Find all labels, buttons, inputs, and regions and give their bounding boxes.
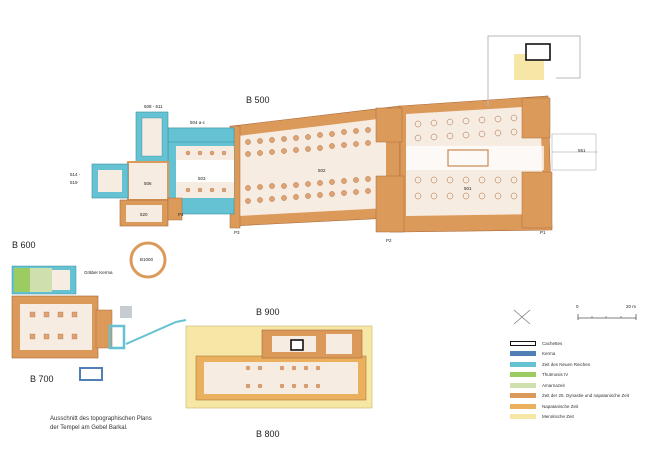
label-pylon-p4: P4 — [178, 212, 184, 217]
b500-rooms-514-519-inner — [98, 170, 122, 192]
label-pylon-p1: P1 — [540, 230, 546, 235]
label-room-504: 504 a-c — [190, 120, 206, 125]
b900-cachette — [290, 339, 304, 351]
b700-hall-floor — [20, 304, 92, 350]
temple-b500 — [91, 95, 598, 233]
scale-bar: 0 20 m — [576, 304, 638, 328]
label-room-506: 506 — [144, 181, 152, 186]
b500-room-520-inner — [126, 205, 162, 222]
b500-pylon-p1-south — [521, 171, 553, 229]
b500-hall-503-aisle — [176, 160, 234, 182]
label-room-514: 514 - — [70, 172, 81, 177]
legend-swatch — [510, 414, 536, 420]
legend-item: Thutmosis IV — [510, 370, 650, 381]
scale-bar-graphic — [577, 314, 637, 320]
legend-item: Cachettes — [510, 338, 650, 349]
b500-columns-501 — [414, 114, 518, 200]
legend-label: Zeit des Neuen Reiches — [542, 361, 591, 367]
legend-item: Meroitische Zeit — [510, 412, 650, 423]
legend-label: Zeit der 25. Dynastie und napatanische Z… — [542, 393, 630, 399]
b500-kiosk-501 — [447, 149, 489, 167]
b700-pylon — [95, 309, 113, 349]
label-b600: B 600 — [12, 240, 36, 250]
scale-zero: 0 — [576, 304, 579, 309]
legend-label: Amarnazeit — [542, 382, 565, 388]
label-room-551: 551 — [578, 148, 586, 153]
caption-line-1: Ausschnitt des topographischen Plans — [50, 416, 152, 422]
b700-columns — [29, 311, 78, 340]
legend-item: Napatanische Zeit — [510, 401, 650, 412]
temple-b600 — [11, 265, 77, 295]
legend-swatch — [510, 372, 536, 378]
northeast-structure — [487, 35, 581, 106]
b500-pylon-p1-north — [521, 97, 551, 139]
b500-pylon-p4 — [167, 197, 183, 221]
label-room-501: 501 — [464, 186, 472, 191]
b600-inner — [30, 268, 52, 292]
label-b1000: B1000 — [140, 257, 154, 262]
legend-swatch — [510, 393, 536, 399]
b500-pylon-p2-south — [375, 175, 405, 233]
b500-columns-503 — [185, 150, 227, 193]
legend-swatch — [510, 403, 536, 409]
legend-label: Napatanische Zeit — [542, 403, 579, 409]
legend-swatch — [510, 351, 536, 357]
b600-green — [14, 268, 30, 292]
label-room-508-511: 508 - 511 — [144, 104, 163, 109]
label-b800: B 800 — [256, 429, 280, 439]
legend-item: Kerma — [510, 349, 650, 360]
label-b700: B 700 — [30, 374, 54, 384]
b500-rooms-508-511-inner — [141, 117, 163, 157]
legend-label: Kerma — [542, 351, 556, 357]
b500-columns-502 — [245, 127, 371, 204]
map-caption: Ausschnitt des topographischen Plans der… — [50, 415, 152, 433]
label-b500: B 500 — [246, 95, 270, 105]
b900-room-east — [326, 334, 352, 354]
legend-item: Amarnazeit — [510, 380, 650, 391]
b500-pylon-p2-north — [375, 107, 403, 143]
temple-b700 — [11, 295, 132, 381]
temple-b800-b900 — [185, 325, 373, 409]
legend-swatch — [510, 340, 536, 346]
northeast-cachette — [525, 43, 551, 61]
label-pylon-p2: P2 — [386, 238, 392, 243]
legend-label: Thutmosis IV — [542, 372, 569, 378]
label-pylon-p3: P3 — [234, 230, 240, 235]
caption-line-2: der Tempel am Gebel Barkal. — [50, 425, 128, 431]
b500-room-506 — [127, 161, 169, 201]
label-b900: B 900 — [256, 307, 280, 317]
scale-max: 20 m — [626, 304, 637, 309]
b500-room-504 — [167, 127, 235, 143]
b500-floor-502 — [238, 118, 386, 216]
legend-item: Zeit des Neuen Reiches — [510, 359, 650, 370]
label-room-520: 520 — [140, 212, 148, 217]
b700-kerma-wall — [108, 324, 126, 350]
label-graeber-kerma: Gräber Kerma — [84, 270, 113, 275]
legend-label: Meroitische Zeit — [542, 414, 574, 420]
legend-swatch — [510, 382, 536, 388]
label-room-502: 502 — [318, 168, 326, 173]
b600-court — [52, 270, 70, 290]
processional-path — [125, 319, 187, 345]
legend-swatch — [510, 361, 536, 367]
b700-gray-block — [120, 306, 132, 318]
legend-item: Zeit der 25. Dynastie und napatanische Z… — [510, 391, 650, 402]
legend-label: Cachettes — [542, 340, 563, 346]
northeast-enclosure — [487, 35, 581, 79]
label-room-519: 519 — [70, 180, 78, 185]
b800-columns — [245, 365, 321, 389]
north-arrow — [513, 309, 531, 325]
b700-annex — [79, 367, 103, 381]
label-room-503: 503 — [198, 176, 206, 181]
structure-b1000 — [129, 241, 167, 279]
